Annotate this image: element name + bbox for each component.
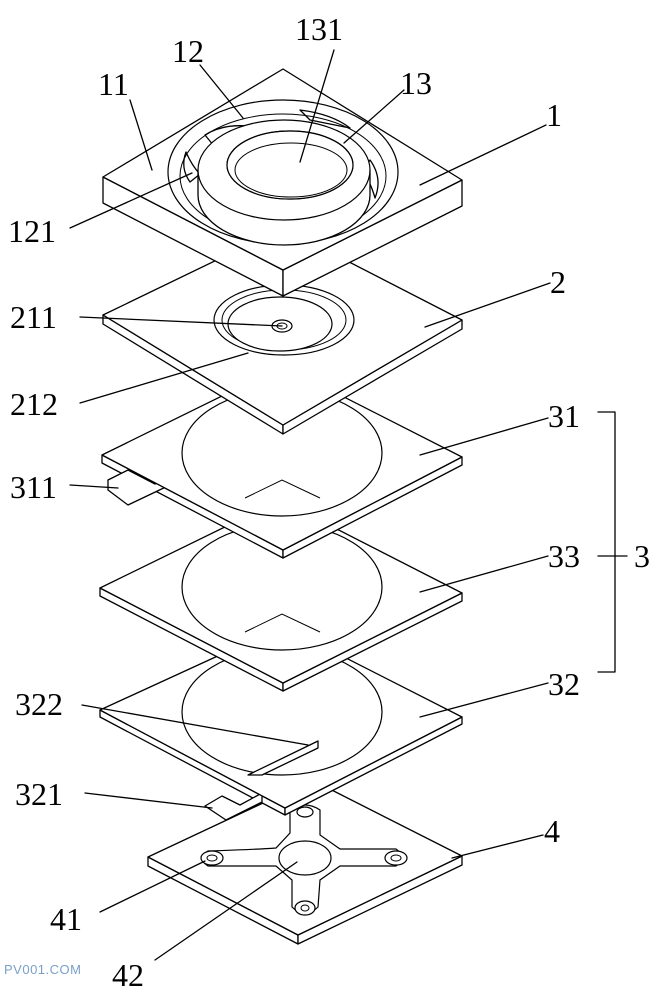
label-322: 322 bbox=[15, 686, 63, 722]
label-121: 121 bbox=[8, 213, 56, 249]
label-42: 42 bbox=[112, 957, 144, 993]
label-2: 2 bbox=[550, 264, 566, 300]
label-12: 12 bbox=[172, 33, 204, 69]
label-131: 131 bbox=[295, 11, 343, 47]
label-4: 4 bbox=[544, 813, 560, 849]
hole-41-bottom bbox=[294, 900, 316, 916]
slot-322 bbox=[247, 740, 319, 776]
reference-labels: 11 12 131 13 1 121 2 211 212 31 311 33 3… bbox=[8, 11, 650, 993]
watermark: PV001.COM bbox=[4, 962, 81, 977]
label-13: 13 bbox=[400, 65, 432, 101]
hole-41-left bbox=[200, 850, 224, 866]
plate-2 bbox=[102, 227, 463, 435]
label-3: 3 bbox=[634, 538, 650, 574]
plate-1 bbox=[102, 68, 463, 297]
plate-33 bbox=[99, 499, 463, 692]
plate-4 bbox=[147, 779, 463, 945]
label-212: 212 bbox=[10, 386, 58, 422]
label-31: 31 bbox=[548, 398, 580, 434]
label-32: 32 bbox=[548, 666, 580, 702]
label-41: 41 bbox=[50, 901, 82, 937]
label-211: 211 bbox=[10, 299, 57, 335]
label-311: 311 bbox=[10, 469, 57, 505]
label-33: 33 bbox=[548, 538, 580, 574]
plate-32 bbox=[99, 625, 463, 821]
leader-lines bbox=[69, 49, 628, 961]
hole-41-right bbox=[384, 850, 408, 866]
label-1: 1 bbox=[546, 97, 562, 133]
raised-ring-13 bbox=[197, 119, 371, 246]
label-321: 321 bbox=[15, 776, 63, 812]
label-11: 11 bbox=[98, 66, 129, 102]
